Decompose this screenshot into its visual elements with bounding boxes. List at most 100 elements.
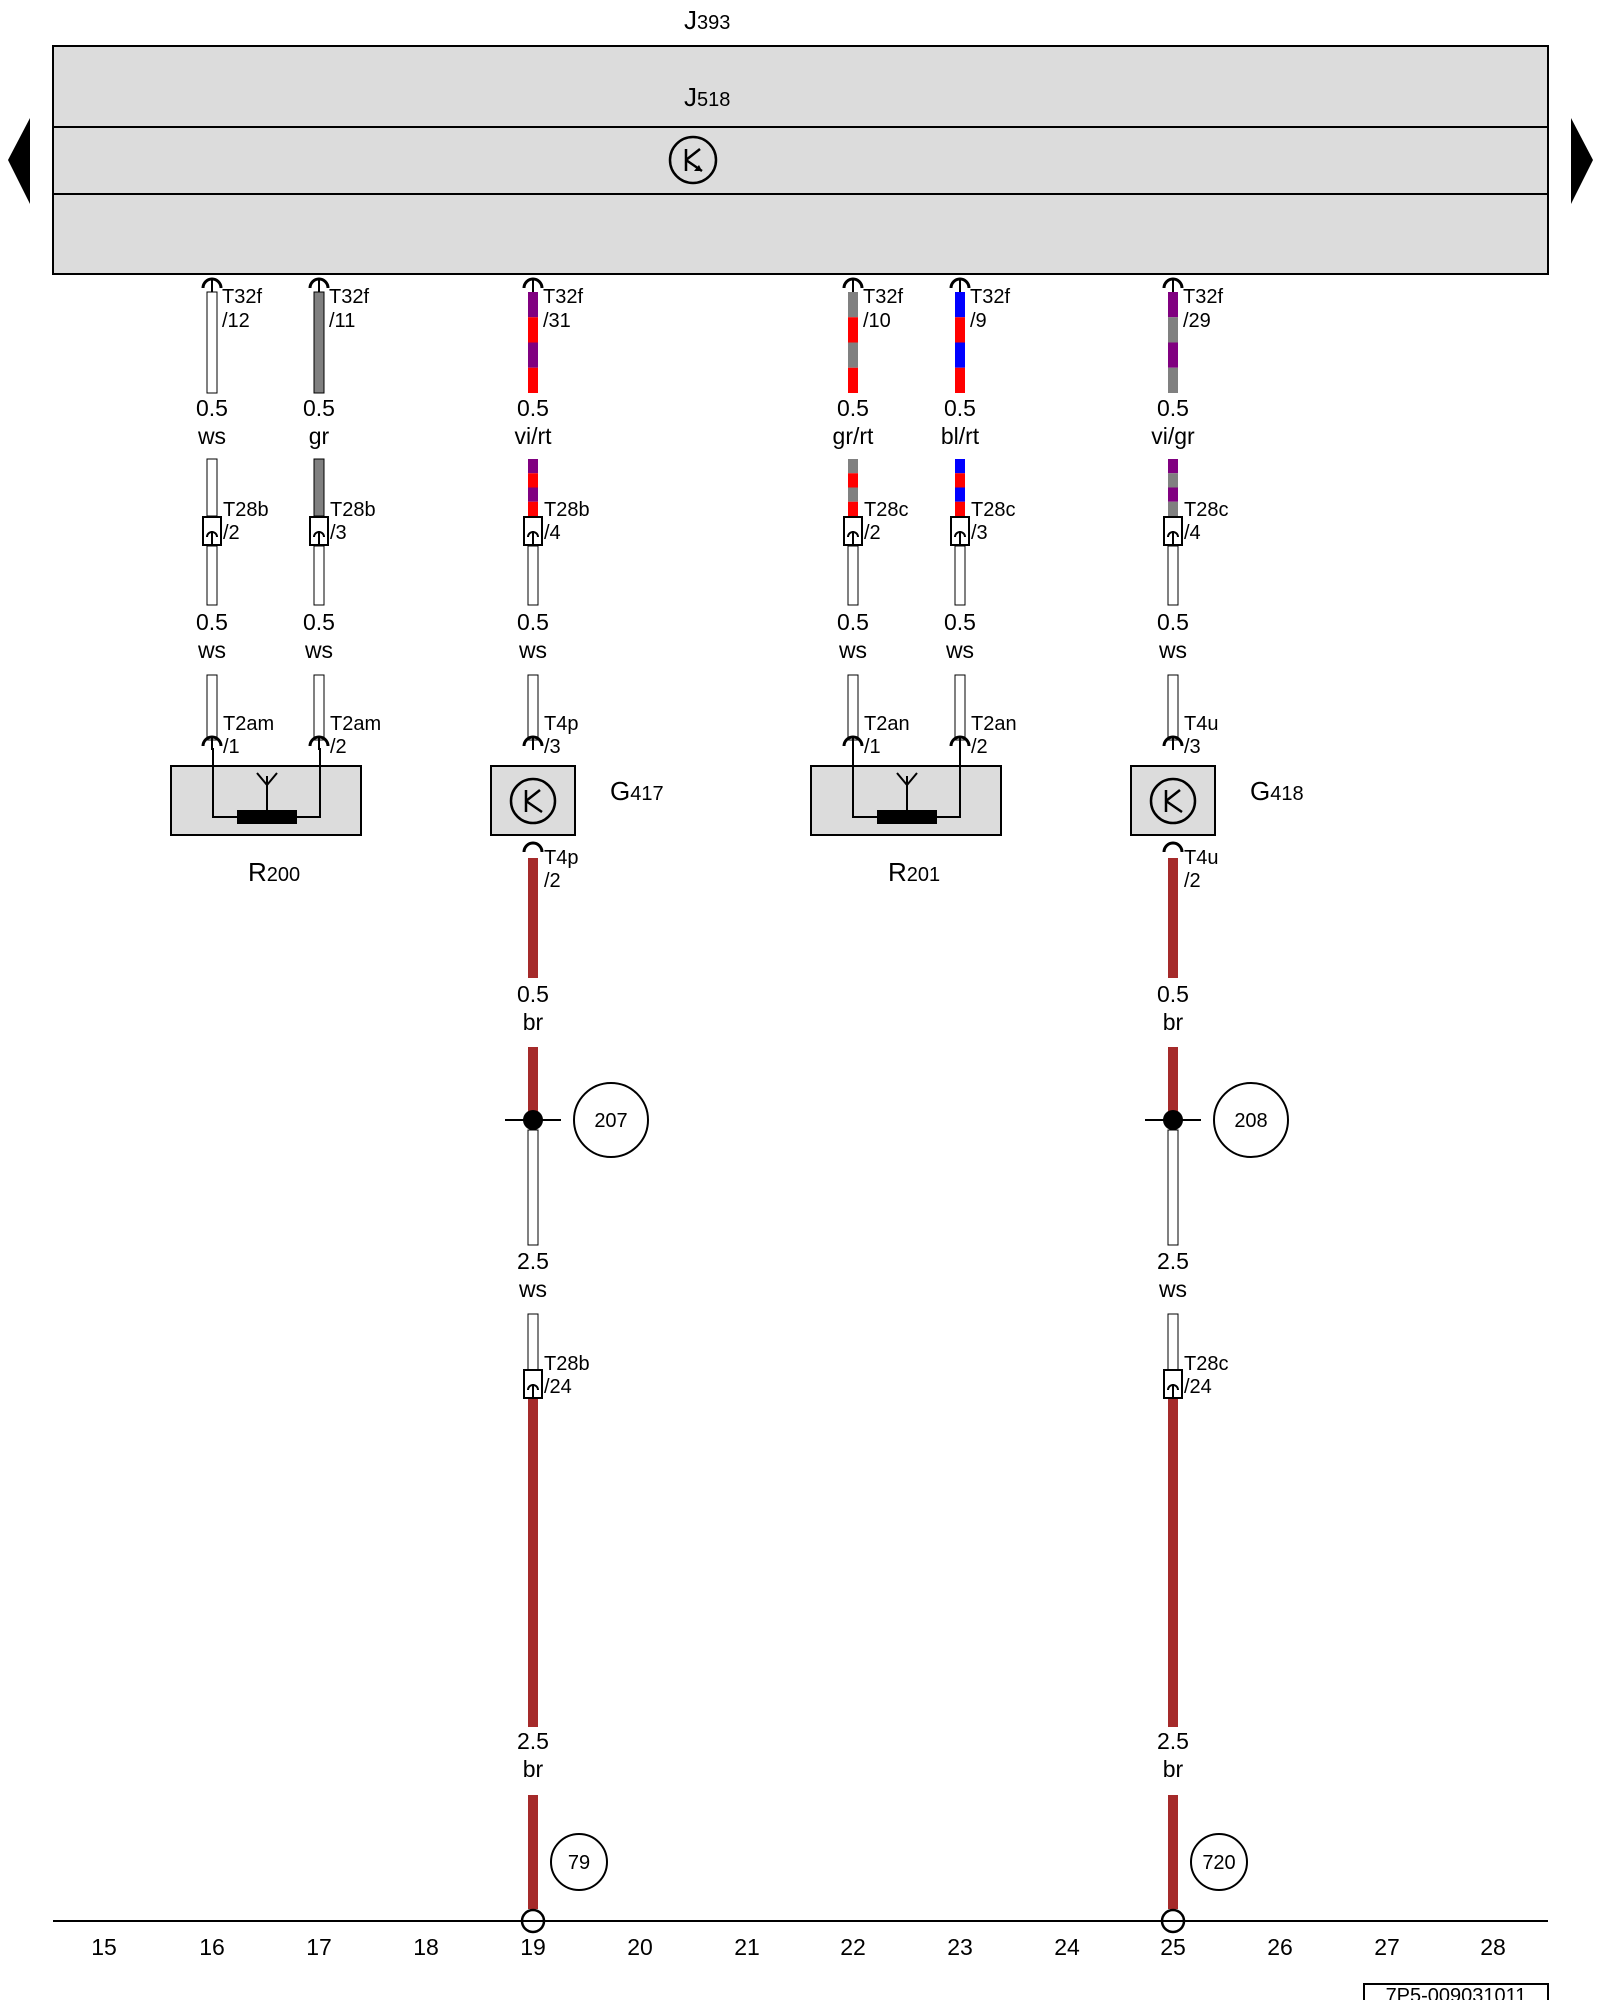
wire-color-label: br — [1163, 1756, 1184, 1782]
g417-box — [490, 765, 576, 836]
wire-segment-3 — [528, 858, 538, 978]
t32-pin-label: /10 — [863, 310, 891, 332]
column-number-26: 26 — [1267, 1934, 1293, 1960]
column-number-15: 15 — [91, 1934, 117, 1960]
g418-box — [1130, 765, 1216, 836]
wire-segment-2 — [527, 545, 539, 606]
component-pin-label: /3 — [544, 736, 561, 758]
sensor-icon — [1149, 777, 1197, 825]
wire-segment-1-band — [955, 342, 965, 368]
wire-segment-4 — [1167, 1129, 1179, 1246]
t28-connector-label: T28b — [544, 499, 590, 521]
wire-segment-1b-band — [528, 473, 538, 488]
splice-circle — [1213, 1082, 1289, 1158]
wire-segment-3b — [1168, 1047, 1178, 1119]
column-number-17: 17 — [306, 1934, 332, 1960]
wire-size-label: 0.5 — [196, 609, 228, 635]
wire-color-label: ws — [945, 637, 974, 663]
wire-color-label: vi/gr — [1151, 423, 1195, 449]
ground-connector-label: T4p — [544, 847, 578, 869]
splice-number: 208 — [1234, 1110, 1267, 1132]
wire-segment-1b-band — [528, 459, 538, 474]
wire-segment-1-band — [1168, 317, 1178, 343]
wire-segment-2b — [847, 674, 859, 741]
j393-number: 393 — [697, 12, 730, 34]
ground-pin-label: /2 — [1184, 870, 1201, 892]
wire-size-label: 0.5 — [303, 609, 335, 635]
wire-segment-4 — [527, 1129, 539, 1246]
t28-connector-label: T28b — [330, 499, 376, 521]
wire-segment-1-band — [848, 367, 858, 393]
ground-pin-icon — [522, 841, 544, 853]
column-number-27: 27 — [1374, 1934, 1400, 1960]
component-connector-label: T4u — [1184, 713, 1218, 735]
column-number-25: 25 — [1160, 1934, 1186, 1960]
component-r201: R201 — [810, 748, 1002, 887]
wire-segment-1b-band — [955, 459, 965, 474]
t28-pin-label: /2 — [223, 522, 240, 544]
g417-label: G417 — [610, 776, 664, 806]
antenna-icon — [256, 772, 278, 817]
wire-size-label: 0.5 — [1157, 981, 1189, 1007]
sensor-icon — [668, 135, 718, 185]
t32-pin-label: /29 — [1183, 310, 1211, 332]
column-number-16: 16 — [199, 1934, 225, 1960]
column-number-21: 21 — [734, 1934, 760, 1960]
wire-segment-5b — [1168, 1795, 1178, 1909]
wire-segment-2b — [206, 674, 218, 741]
ground-connector-label: T4u — [1184, 847, 1218, 869]
column-number-28: 28 — [1480, 1934, 1506, 1960]
footer-code: 7P5-009031011 — [1386, 1985, 1527, 2000]
splice-dot — [523, 1110, 543, 1130]
t32-connector-label: T32f — [543, 286, 583, 308]
wire-segment-1-band — [955, 367, 965, 393]
sensor-icon — [509, 777, 557, 825]
t28-connector-label: T28c — [864, 499, 908, 521]
wire-segment-1b-band — [1168, 501, 1178, 516]
wire-segment-1-band — [528, 317, 538, 343]
ground-conn-label: T28c — [1184, 1353, 1228, 1375]
control-unit-band: J518 — [52, 45, 1549, 275]
wire-size-label: 0.5 — [837, 395, 869, 421]
wire-segment-2b — [1167, 674, 1179, 741]
wire-size-label: 0.5 — [1157, 395, 1189, 421]
wire-segment-1 — [313, 291, 325, 394]
j393-letter: J — [684, 5, 697, 35]
wire-segment-2b — [954, 674, 966, 741]
wire-segment-5 — [528, 1399, 538, 1727]
wire-segment-2 — [313, 545, 325, 606]
wire-segment-1b-band — [955, 473, 965, 488]
ground-conn-label: T28b — [544, 1353, 590, 1375]
t28-pin-label: /4 — [544, 522, 561, 544]
wire-segment-1b-band — [955, 501, 965, 516]
component-pin-label: /1 — [223, 736, 240, 758]
wire-segment-1-band — [1168, 342, 1178, 368]
wire-color-label: bl/rt — [941, 423, 980, 449]
wire-segment-1b-band — [848, 459, 858, 474]
left-arrow-icon[interactable] — [8, 118, 30, 204]
wire-size-label: 0.5 — [837, 609, 869, 635]
component-pin-label: /2 — [971, 736, 988, 758]
wire-segment-3 — [1168, 858, 1178, 978]
wire-color-label: ws — [838, 637, 867, 663]
t28-pin-label: /3 — [330, 522, 347, 544]
wire-size-label: 0.5 — [1157, 609, 1189, 635]
t32-connector-label: T32f — [863, 286, 903, 308]
wire-segment-2b — [313, 674, 325, 741]
wire-segment-1b — [313, 458, 325, 517]
wire-color-label: br — [1163, 1009, 1184, 1035]
column-number-23: 23 — [947, 1934, 973, 1960]
t32-pin-label: /31 — [543, 310, 571, 332]
ground-circle — [550, 1833, 608, 1891]
wires-layer: T32f/120.5wsT28b/20.5wsT2am/1T32f/110.5g… — [196, 277, 1289, 1934]
wire-size-label: 0.5 — [196, 395, 228, 421]
right-arrow-icon[interactable] — [1571, 118, 1593, 204]
column-number-22: 22 — [840, 1934, 866, 1960]
t32-pin-label: /9 — [970, 310, 987, 332]
t32-connector-label: T32f — [222, 286, 262, 308]
